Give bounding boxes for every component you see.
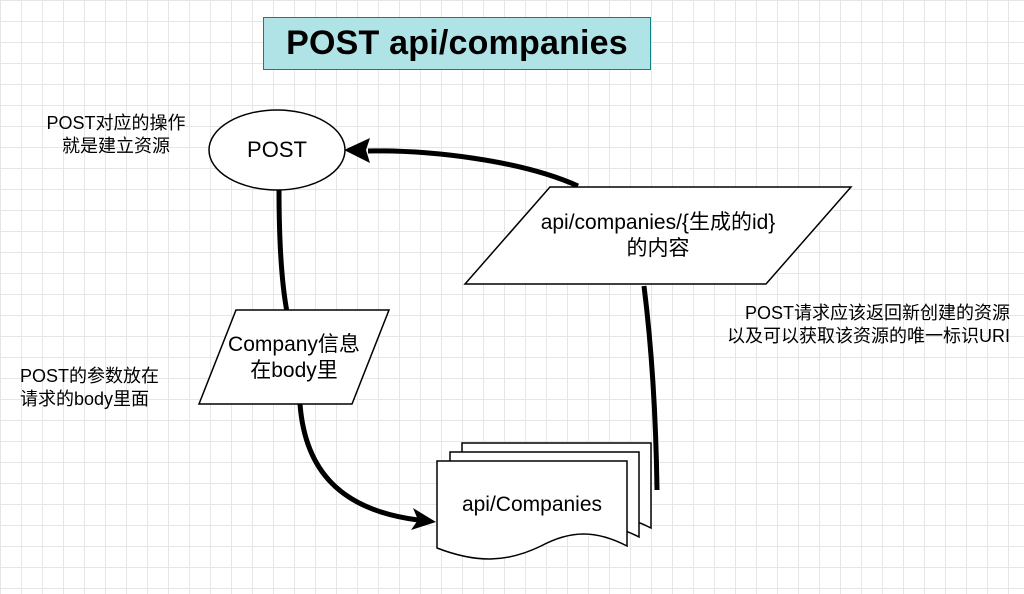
arrowhead-post <box>344 138 370 163</box>
arrowhead-documents <box>411 508 436 530</box>
documents-label: api/Companies <box>437 485 627 525</box>
title-box: POST api/companies <box>263 17 651 70</box>
response-parallelogram <box>463 186 853 285</box>
body-label-text: Company信息 在body里 <box>228 332 360 382</box>
document-stack-front <box>436 460 628 560</box>
page-title: POST api/companies <box>286 24 628 62</box>
body-parallelogram-label: Company信息 在body里 <box>212 322 376 394</box>
response-label-text: api/companies/{生成的id} 的内容 <box>540 210 776 260</box>
note-post-meaning: POST对应的操作 就是建立资源 <box>46 113 186 156</box>
response-parallelogram-label: api/companies/{生成的id} 的内容 <box>495 200 821 272</box>
arrow-body-to-documents <box>297 403 419 523</box>
note-params-location: POST的参数放在 请求的body里面 <box>20 366 160 409</box>
post-ellipse <box>208 109 346 191</box>
note-response-meaning: POST请求应该返回新创建的资源 以及可以获取该资源的唯一标识URI <box>727 303 1010 346</box>
post-label-text: POST <box>247 137 307 163</box>
documents-label-text: api/Companies <box>461 492 603 516</box>
arrow-response-to-post <box>367 148 580 189</box>
connector-documents-to-response <box>641 285 660 491</box>
connector-post-to-body <box>276 187 290 313</box>
post-ellipse-label: POST <box>209 110 345 190</box>
body-parallelogram <box>197 309 391 405</box>
